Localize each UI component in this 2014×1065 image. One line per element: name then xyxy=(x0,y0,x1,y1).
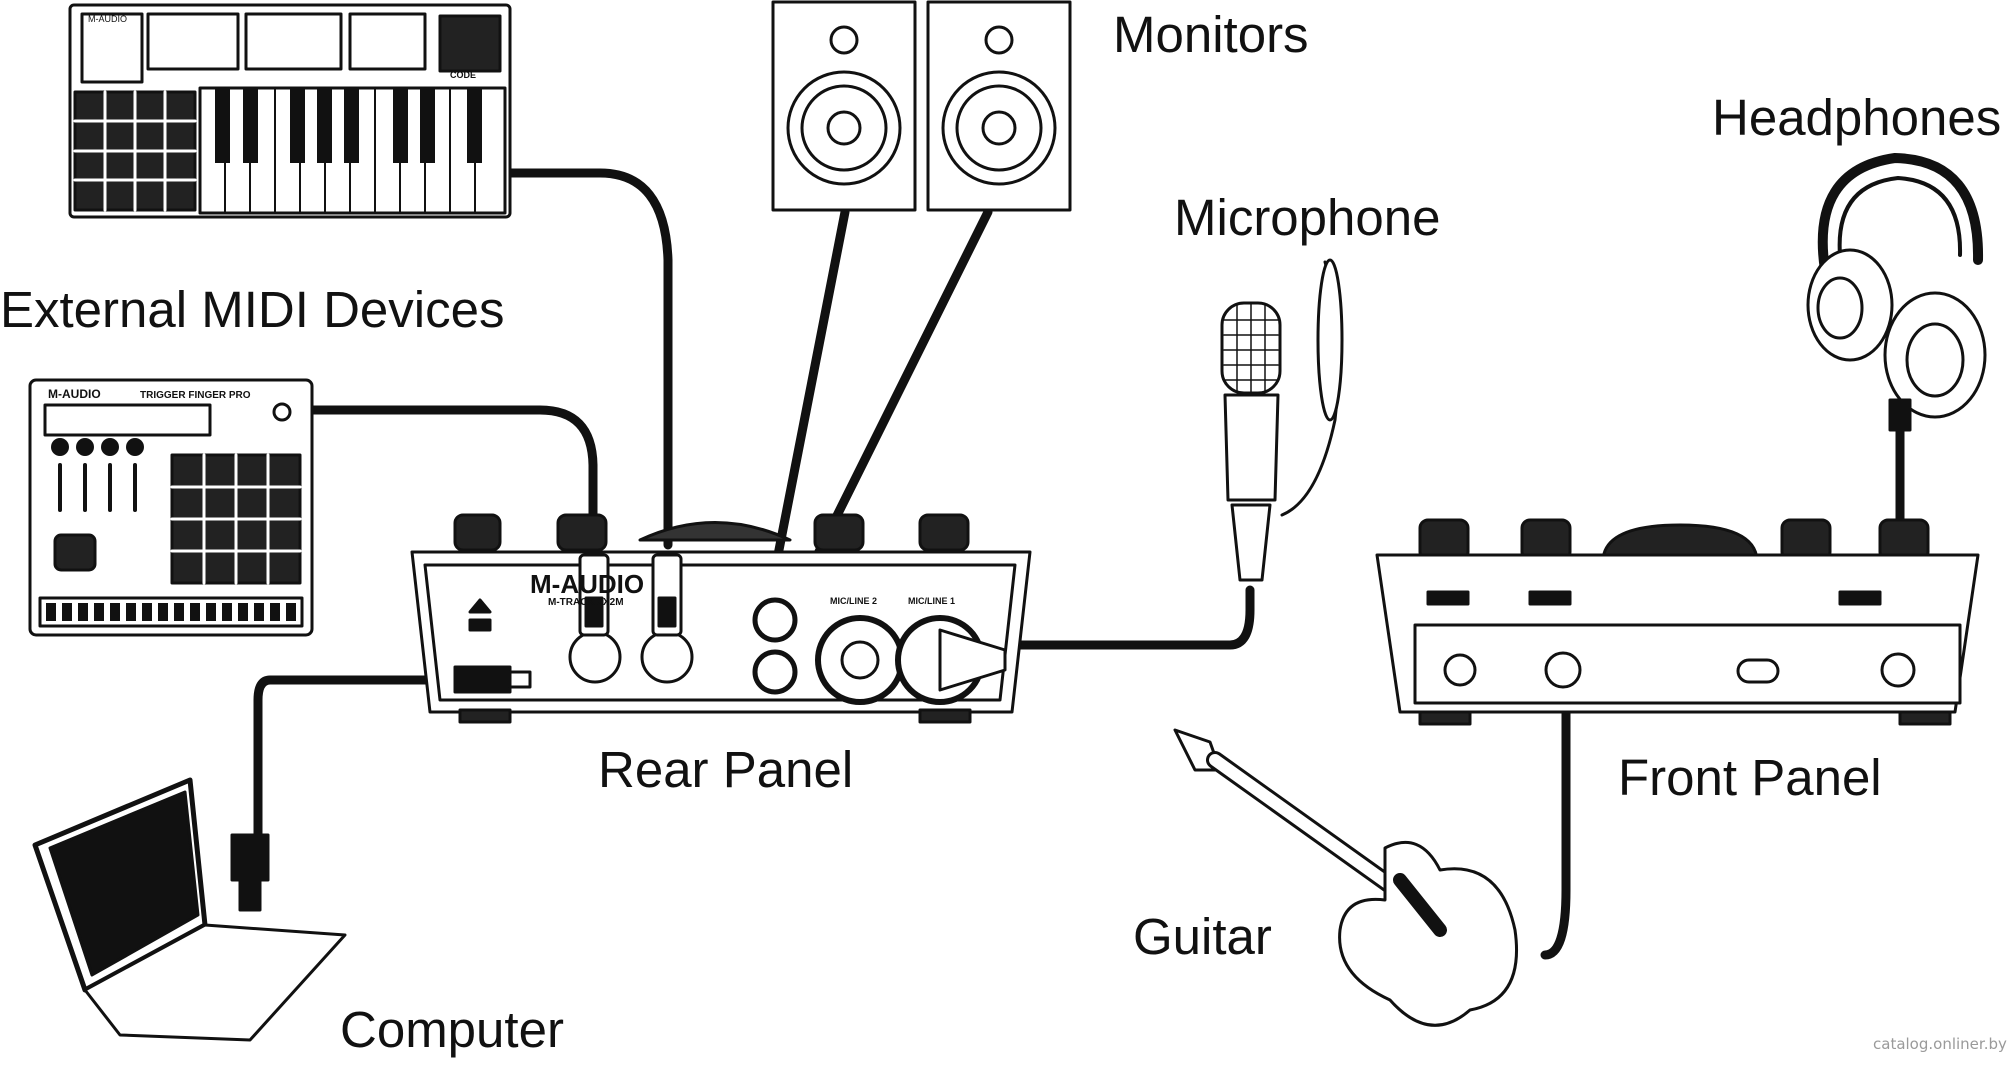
monitor-left-cable xyxy=(773,207,850,560)
label-monitors: Monitors xyxy=(1113,6,1309,63)
rear-panel-midi-plugs xyxy=(578,553,683,637)
usb-cable xyxy=(253,675,460,840)
label-rear-panel: Rear Panel xyxy=(598,741,854,798)
watermark: catalog.onliner.by xyxy=(1873,1035,2007,1053)
midi-keyboard xyxy=(68,3,512,219)
microphone-cable xyxy=(1000,585,1255,650)
label-microphone: Microphone xyxy=(1174,189,1441,246)
pad-brand: M-AUDIO xyxy=(48,387,101,401)
monitor-right xyxy=(926,0,1072,212)
keyboard-pad-block xyxy=(438,14,502,73)
computer-device xyxy=(32,777,347,1042)
pad-controller xyxy=(28,378,314,637)
monitor-left xyxy=(771,0,917,212)
interface-brand: M-AUDIO xyxy=(530,569,644,599)
label-guitar: Guitar xyxy=(1133,908,1272,965)
label-computer: Computer xyxy=(340,1001,564,1058)
headphones-device xyxy=(1806,153,1987,432)
keyboard-brand: M-AUDIO xyxy=(88,14,127,24)
port-label-mic-line-1: MIC/LINE 1 xyxy=(908,596,955,606)
pad-midi-cable xyxy=(308,405,598,550)
port-label-mic-line-2: MIC/LINE 2 xyxy=(830,596,877,606)
front-panel-device xyxy=(1375,518,1980,726)
interface-model: M-TRACK 2X2M xyxy=(548,597,624,608)
label-front-panel: Front Panel xyxy=(1618,749,1882,806)
microphone-device xyxy=(1220,258,1344,582)
keyboard-midi-cable xyxy=(505,168,673,550)
pad-model: TRIGGER FINGER PRO xyxy=(140,390,251,401)
guitar-cable xyxy=(1540,685,1571,960)
label-external-midi-devices: External MIDI Devices xyxy=(0,281,505,338)
guitar-device xyxy=(1173,728,1518,1027)
label-headphones: Headphones xyxy=(1712,89,2002,146)
rear-panel-device xyxy=(410,513,1032,724)
keyboard-model: CODE xyxy=(450,70,476,80)
